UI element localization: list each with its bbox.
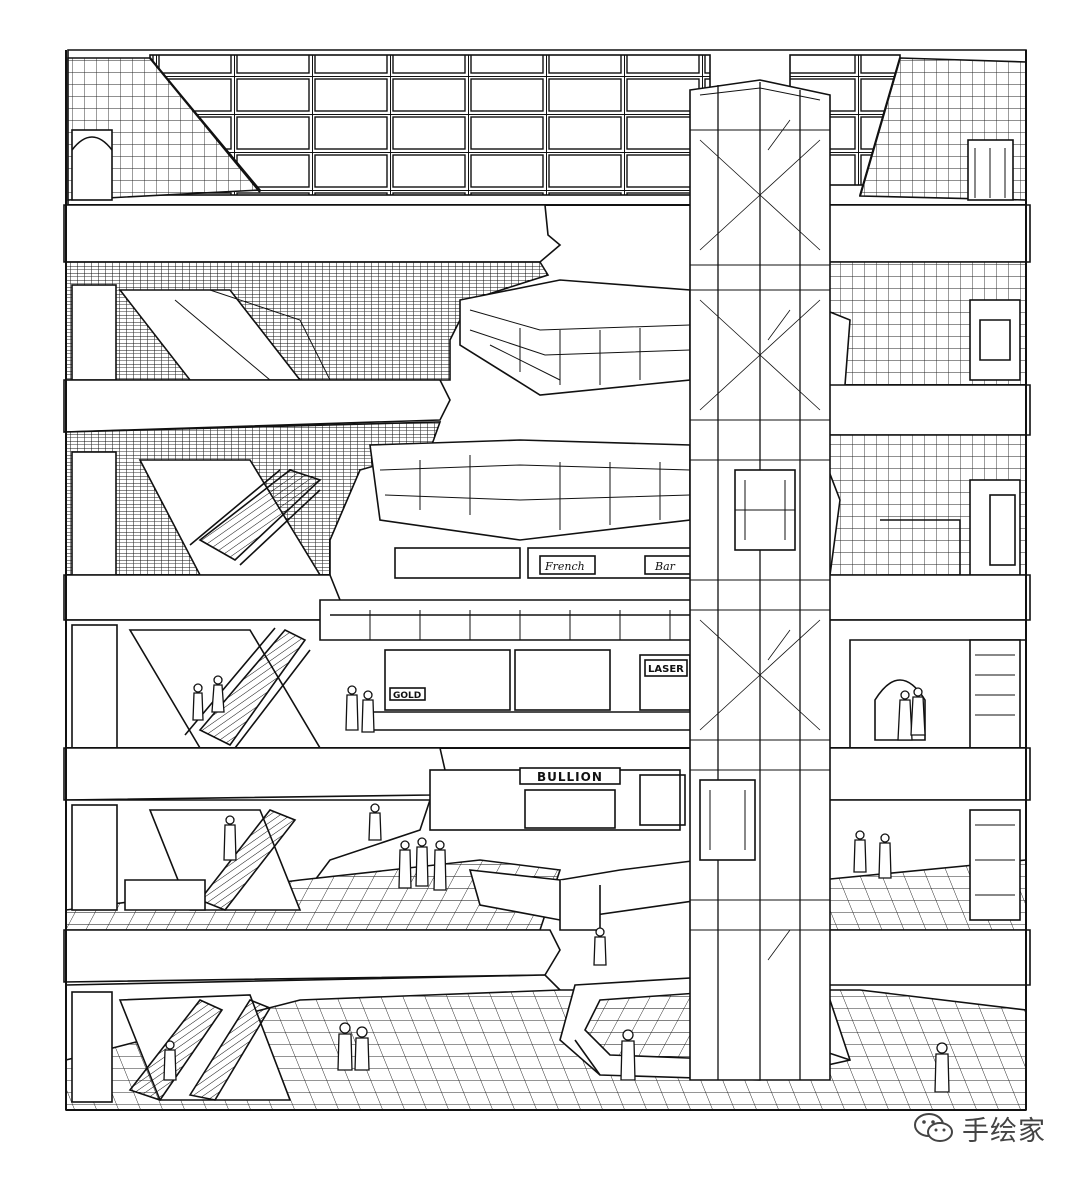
figure-group-ground [163,1022,950,1093]
slab-5 [63,929,1031,986]
level-ground [65,974,1027,1111]
slab-3 [63,574,1031,621]
sign-french: French [544,560,585,573]
shop-signs: French Bar GOLD LASER BULLION [393,560,684,784]
sign-bar: Bar [654,560,676,573]
level-top-skylight [67,49,1027,206]
level-3 [65,421,1027,579]
slab-1 [63,204,1031,263]
level-4 [65,599,1027,749]
slab-4 [63,747,1031,801]
sign-laser: LASER [648,664,684,675]
figure-group-level-4 [192,675,926,741]
section-outline [65,50,1027,1110]
watermark-text: 手绘家 [962,1115,1046,1147]
watermark: 手绘家 [912,1108,1046,1148]
people-figures [163,675,950,1093]
level-2 [65,261,1027,396]
elevator-tower [689,79,831,1081]
level-5 [65,767,1027,931]
wechat-icon [914,1113,953,1142]
slab-2 [63,379,1031,436]
sign-gold: GOLD [393,691,421,701]
figure-group-level-5 [223,803,892,966]
sign-bullion: BULLION [537,770,603,784]
